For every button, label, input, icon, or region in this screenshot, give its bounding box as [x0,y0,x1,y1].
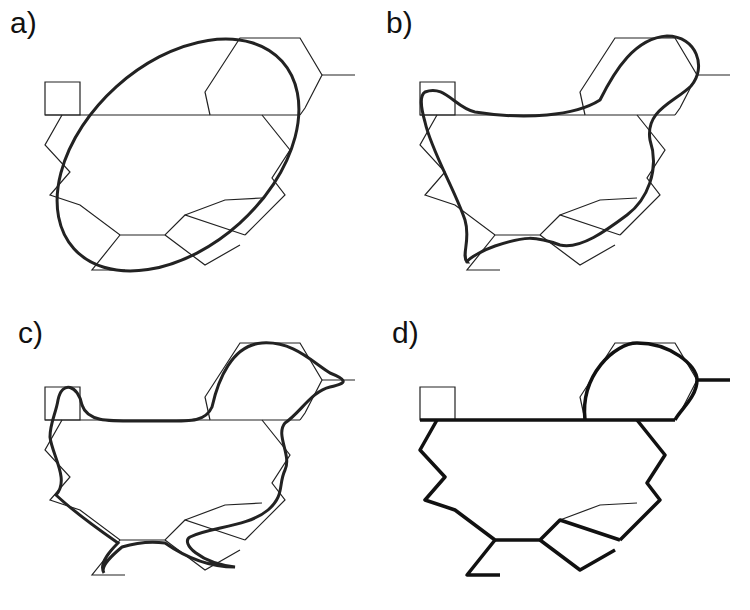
panel-label-box: d) [392,318,419,348]
panel-label: a) [10,6,37,39]
panel-label-box: b) [386,8,413,38]
panel-label-box: c) [18,318,43,348]
panel-d [420,343,730,575]
panel-a [12,0,355,317]
panel-label: c) [18,316,43,349]
panel-label: d) [392,316,419,349]
panel-label: b) [386,6,413,39]
panel-label-box: a) [10,8,37,38]
panel-c [45,343,355,575]
panel-b [420,36,730,270]
